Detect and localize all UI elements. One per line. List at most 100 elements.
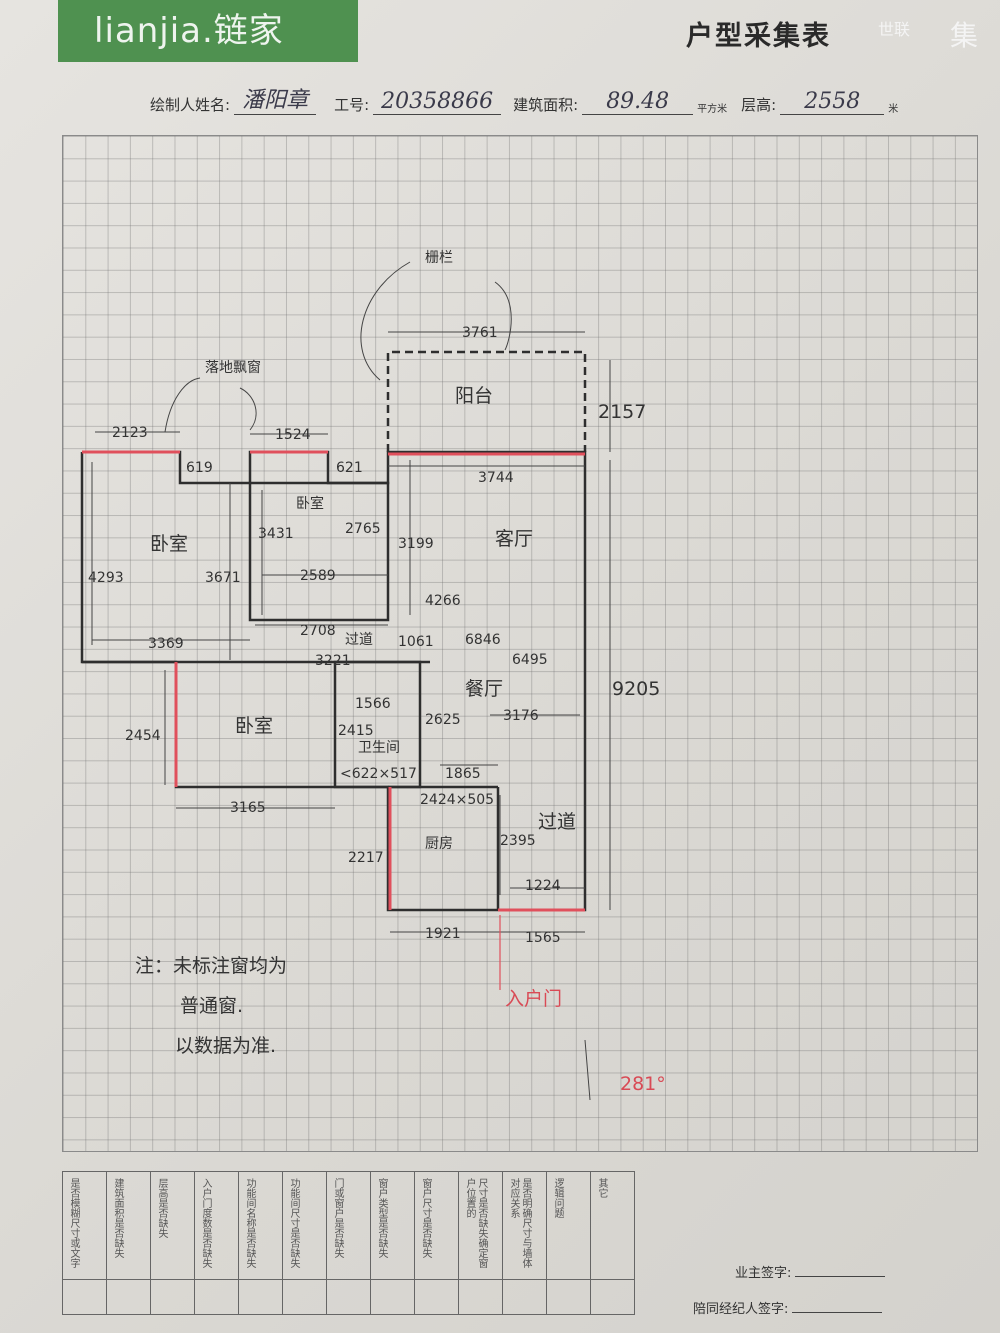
dim-label: 4266 — [425, 593, 461, 609]
bathroom-walls — [333, 660, 422, 789]
label-bedroom-2: 卧室 — [296, 495, 324, 512]
dim-label: 6846 — [465, 632, 501, 648]
windows — [82, 450, 585, 912]
watermark-mark: 集 — [950, 19, 979, 52]
plan-labels: 栅栏 落地飘窗 阳台 2157 3761 2123 1524 619 621 3… — [88, 250, 666, 1095]
note-line: 普通窗. — [180, 995, 243, 1017]
window-arc-annotations — [164, 261, 512, 433]
label-corridor: 过道 — [345, 632, 373, 648]
checklist-header: 是否明确尺寸与墙体对应关系 — [508, 1178, 531, 1268]
label-dining-room: 餐厅 — [465, 678, 503, 700]
id-value: 20358866 — [373, 89, 502, 115]
agent-signature-field[interactable] — [792, 1312, 883, 1313]
dim-label: 1524 — [275, 427, 311, 443]
height-value: 2558 — [780, 89, 885, 115]
label-kitchen: 厨房 — [425, 836, 453, 852]
dim-label: 3744 — [478, 470, 514, 486]
label-balcony: 阳台 — [455, 385, 493, 407]
checklist-cell[interactable] — [62, 1279, 107, 1315]
balcony-outline — [386, 350, 587, 452]
checklist-header: 功能间名称是否缺失 — [244, 1178, 255, 1268]
drawer-label: 绘制人姓名: — [150, 96, 231, 114]
dim-label: 3221 — [315, 653, 351, 669]
dim-label: 3165 — [230, 800, 266, 816]
checklist-header: 层高是否缺失 — [156, 1178, 167, 1238]
checklist-cell[interactable] — [458, 1279, 503, 1315]
dim-label: 2589 — [300, 568, 336, 584]
checklist-header: 建筑面积是否缺失 — [112, 1178, 123, 1258]
checklist-header: 门或窗户是否缺失 — [332, 1178, 343, 1258]
checklist-header: 功能间尺寸是否缺失 — [288, 1178, 299, 1268]
id-label: 工号: — [334, 96, 370, 114]
dim-label: 2123 — [112, 425, 148, 441]
agent-signature: 陪同经纪人签字: — [693, 1298, 883, 1317]
owner-signature-label: 业主签字: — [735, 1266, 792, 1281]
drawer-value: 潘阳章 — [234, 82, 317, 115]
checklist-cell[interactable] — [502, 1279, 547, 1315]
brand-logo: lianjia.链家 — [58, 0, 358, 62]
checklist-header: 窗户类型是否缺失 — [376, 1178, 387, 1258]
label-bedroom-3: 卧室 — [235, 715, 273, 737]
checklist-header: 其它 — [596, 1178, 607, 1198]
checklist-header: 逻辑问题 — [552, 1178, 563, 1218]
dim-label: 3431 — [258, 526, 294, 542]
dim-label: 1921 — [425, 926, 461, 942]
dim-label: 3176 — [503, 708, 539, 724]
label-entry-door: 入户门 — [505, 988, 562, 1010]
dim-label: 2217 — [348, 850, 384, 866]
dim-label: <622×517 — [340, 766, 417, 782]
checklist-cell[interactable] — [194, 1279, 239, 1315]
label-bay-window: 落地飘窗 — [205, 359, 261, 376]
dim-label: 2454 — [125, 728, 161, 744]
area-label: 建筑面积: — [513, 96, 579, 114]
checklist-cell[interactable] — [546, 1279, 591, 1315]
label-corridor-2: 过道 — [538, 811, 576, 833]
area-unit: 平方米 — [697, 104, 728, 115]
notes: 注：未标注窗均为 普通窗. 以数据为准. — [135, 955, 287, 1057]
dim-label: 2424×505 — [420, 792, 494, 808]
dim-label: 1061 — [398, 634, 434, 650]
checklist-cell[interactable] — [282, 1279, 327, 1315]
dim-label: 3761 — [462, 325, 498, 341]
checklist-cell[interactable] — [590, 1279, 635, 1315]
label-railing: 栅栏 — [425, 250, 453, 266]
checklist-table: 是否模糊尺寸或文字 建筑面积是否缺失 层高是否缺失 入户门度数是否缺失 功能间名… — [62, 1171, 635, 1315]
owner-signature-field[interactable] — [795, 1276, 886, 1277]
dim-label: 4293 — [88, 570, 124, 586]
dim-label: 1224 — [525, 878, 561, 894]
dim-label: 9205 — [612, 678, 660, 700]
checklist-cell[interactable] — [150, 1279, 195, 1315]
dim-label: 1566 — [355, 696, 391, 712]
form-title: 户型采集表 — [686, 21, 831, 52]
checklist-cell[interactable] — [106, 1279, 151, 1315]
checklist-header: 窗户尺寸是否缺失 — [420, 1178, 431, 1258]
bedroom-2-walls — [248, 481, 390, 622]
note-line: 注：未标注窗均为 — [135, 955, 287, 977]
dim-label: 2625 — [425, 712, 461, 728]
watermark: 世联 — [878, 20, 911, 39]
info-row: 绘制人姓名: 潘阳章 工号: 20358866 建筑面积: 89.48 平方米 … — [150, 82, 898, 115]
dim-label: 3199 — [398, 536, 434, 552]
dim-label: 6495 — [512, 652, 548, 668]
checklist-header: 是否模糊尺寸或文字 — [68, 1178, 79, 1268]
checklist-cell[interactable] — [414, 1279, 459, 1315]
label-bathroom: 卫生间 — [358, 740, 400, 756]
checklist-cell[interactable] — [370, 1279, 415, 1315]
dim-label: 621 — [336, 460, 363, 476]
height-label: 层高: — [741, 96, 777, 114]
label-bedroom-1: 卧室 — [150, 533, 188, 555]
dim-label: 2157 — [598, 401, 646, 423]
dim-label: 2765 — [345, 521, 381, 537]
agent-signature-label: 陪同经纪人签字: — [693, 1302, 789, 1317]
dim-label: 3671 — [205, 570, 241, 586]
dim-label: 2708 — [300, 623, 336, 639]
checklist-cell[interactable] — [238, 1279, 283, 1315]
area-value: 89.48 — [582, 89, 694, 115]
dimension-lines — [91, 331, 611, 1101]
label-living-room: 客厅 — [495, 528, 533, 550]
owner-signature: 业主签字: — [735, 1262, 886, 1281]
checklist-cell[interactable] — [326, 1279, 371, 1315]
dim-label: 1865 — [445, 766, 481, 782]
